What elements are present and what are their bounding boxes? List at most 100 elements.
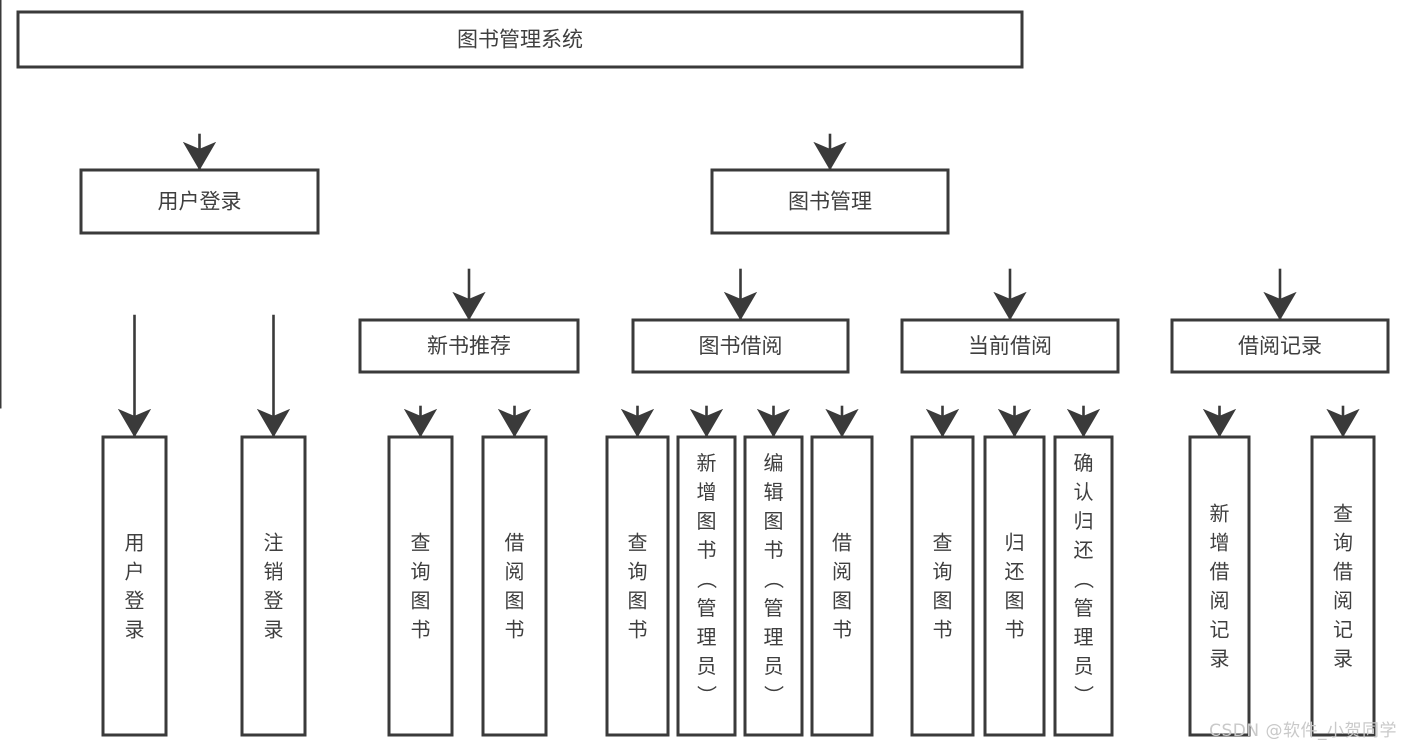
leaf-leaf-borrow-book-1-char: 图 bbox=[505, 589, 525, 613]
node-book-borrow-label: 图书借阅 bbox=[699, 334, 783, 358]
leaf-leaf-query-book-2-char: 书 bbox=[628, 618, 648, 642]
node-borrow-record-label: 借阅记录 bbox=[1238, 334, 1322, 358]
leaf-leaf-confirm-return-char: 还 bbox=[1074, 538, 1094, 562]
leaf-leaf-query-book-2-char: 询 bbox=[628, 560, 648, 584]
leaf-leaf-confirm-return-char: 归 bbox=[1074, 509, 1094, 533]
leaf-leaf-confirm-return-char: 确 bbox=[1074, 451, 1094, 475]
leaf-leaf-query-record-char: 阅 bbox=[1333, 589, 1353, 613]
leaf-leaf-borrow-book-2-char: 书 bbox=[832, 618, 852, 642]
leaf-leaf-add-book-char: ） bbox=[695, 685, 719, 705]
leaf-leaf-edit-book-char: （ bbox=[762, 569, 786, 589]
node-root-label: 图书管理系统 bbox=[457, 28, 583, 52]
leaf-leaf-return-book-char: 书 bbox=[1005, 618, 1025, 642]
leaf-leaf-edit-book-char: 员 bbox=[764, 654, 784, 678]
leaf-leaf-add-book-char: （ bbox=[695, 569, 719, 589]
leaf-leaf-query-book-3-char: 询 bbox=[933, 560, 953, 584]
node-current-borrow[interactable]: 当前借阅 bbox=[900, 318, 1120, 374]
leaf-leaf-confirm-return-char: 员 bbox=[1074, 654, 1094, 678]
leaf-leaf-query-book-3-char: 查 bbox=[933, 531, 953, 555]
leaf-leaf-add-book-char: 员 bbox=[697, 654, 717, 678]
leaf-leaf-confirm-return-char: ） bbox=[1072, 685, 1096, 705]
leaf-leaf-query-book-1-char: 书 bbox=[411, 618, 431, 642]
leaf-leaf-add-book-char: 图 bbox=[697, 509, 717, 533]
node-new-book-recommend[interactable]: 新书推荐 bbox=[358, 318, 580, 374]
leaf-leaf-return-book-char: 归 bbox=[1005, 531, 1025, 555]
leaf-leaf-borrow-book-1-char: 阅 bbox=[505, 560, 525, 584]
node-book-borrow[interactable]: 图书借阅 bbox=[631, 318, 850, 374]
leaf-leaf-edit-book-char: ） bbox=[762, 685, 786, 705]
leaf-leaf-user-logout-char: 注 bbox=[264, 531, 284, 555]
leaf-leaf-user-logout-char: 登 bbox=[264, 589, 284, 613]
leaf-leaf-confirm-return-char: 认 bbox=[1074, 480, 1094, 504]
leaf-leaf-edit-book-char: 书 bbox=[764, 538, 784, 562]
leaf-leaf-user-logout-char: 录 bbox=[264, 618, 284, 642]
leaf-leaf-query-book-1-char: 查 bbox=[411, 531, 431, 555]
node-new-book-recommend-label: 新书推荐 bbox=[427, 334, 511, 358]
leaf-leaf-query-record-char: 借 bbox=[1333, 560, 1353, 584]
leaf-leaf-query-record-char: 录 bbox=[1333, 647, 1353, 671]
leaf-leaf-add-record-char: 记 bbox=[1210, 618, 1230, 642]
watermark-credit: CSDN @软件_小贺同学 bbox=[1209, 721, 1397, 741]
leaf-leaf-add-book-char: 增 bbox=[697, 480, 717, 504]
leaf-leaf-user-login-char: 登 bbox=[125, 589, 145, 613]
leaf-leaf-query-book-1-char: 询 bbox=[411, 560, 431, 584]
leaf-leaf-confirm-return-char: 管 bbox=[1074, 596, 1094, 620]
leaf-leaf-query-record-char: 查 bbox=[1333, 502, 1353, 526]
node-book-manage[interactable]: 图书管理 bbox=[710, 168, 950, 235]
leaf-leaf-confirm-return-char: 理 bbox=[1074, 625, 1094, 649]
leaf-leaf-edit-book-char: 理 bbox=[764, 625, 784, 649]
leaf-leaf-query-book-2-char: 查 bbox=[628, 531, 648, 555]
leaf-leaf-add-record-char: 借 bbox=[1210, 560, 1230, 584]
leaf-leaf-query-book-2-char: 图 bbox=[628, 589, 648, 613]
leaf-leaf-borrow-book-1-char: 书 bbox=[505, 618, 525, 642]
leaf-leaf-user-login[interactable]: 用户登录 bbox=[101, 435, 168, 737]
leaf-leaf-query-book-3-char: 书 bbox=[933, 618, 953, 642]
nodes-layer: 图书管理系统用户登录图书管理用户登录注销登录新书推荐查询图书借阅图书图书借阅查询… bbox=[16, 10, 1390, 737]
leaf-leaf-borrow-book-2-char: 借 bbox=[832, 531, 852, 555]
node-user-login[interactable]: 用户登录 bbox=[79, 168, 320, 235]
leaf-leaf-user-logout-char: 销 bbox=[264, 560, 284, 584]
leaf-leaf-edit-book-char: 辑 bbox=[764, 480, 784, 504]
node-borrow-record[interactable]: 借阅记录 bbox=[1170, 318, 1390, 374]
leaf-leaf-query-record-char: 记 bbox=[1333, 618, 1353, 642]
leaf-leaf-add-record-char: 新 bbox=[1210, 502, 1230, 526]
leaf-leaf-borrow-book-2-char: 图 bbox=[832, 589, 852, 613]
node-book-manage-label: 图书管理 bbox=[788, 190, 872, 214]
node-user-login-label: 用户登录 bbox=[158, 190, 242, 214]
connector-lines bbox=[0, 0, 1360, 438]
leaf-leaf-edit-book-char: 图 bbox=[764, 509, 784, 533]
leaf-leaf-add-record-char: 阅 bbox=[1210, 589, 1230, 613]
leaf-leaf-borrow-book-1-char: 借 bbox=[505, 531, 525, 555]
leaf-leaf-query-record-char: 询 bbox=[1333, 531, 1353, 555]
leaf-leaf-user-login-char: 户 bbox=[125, 560, 145, 584]
leaf-leaf-return-book-char: 还 bbox=[1005, 560, 1025, 584]
leaf-leaf-add-record-char: 录 bbox=[1210, 647, 1230, 671]
node-root[interactable]: 图书管理系统 bbox=[16, 10, 1024, 69]
leaf-leaf-borrow-book-2-char: 阅 bbox=[832, 560, 852, 584]
leaf-leaf-return-book-char: 图 bbox=[1005, 589, 1025, 613]
node-current-borrow-label: 当前借阅 bbox=[968, 334, 1052, 358]
leaf-leaf-add-book-char: 新 bbox=[697, 451, 717, 475]
leaf-leaf-query-book-1-char: 图 bbox=[411, 589, 431, 613]
leaf-leaf-add-book-char: 理 bbox=[697, 625, 717, 649]
leaf-leaf-confirm-return-char: （ bbox=[1072, 569, 1096, 589]
leaf-leaf-add-book-char: 管 bbox=[697, 596, 717, 620]
leaf-leaf-user-login-char: 用 bbox=[125, 531, 145, 555]
leaf-leaf-add-book-char: 书 bbox=[697, 538, 717, 562]
leaf-leaf-add-record-char: 增 bbox=[1210, 531, 1230, 555]
leaf-leaf-edit-book-char: 编 bbox=[764, 451, 784, 475]
leaf-leaf-user-login-char: 录 bbox=[125, 618, 145, 642]
